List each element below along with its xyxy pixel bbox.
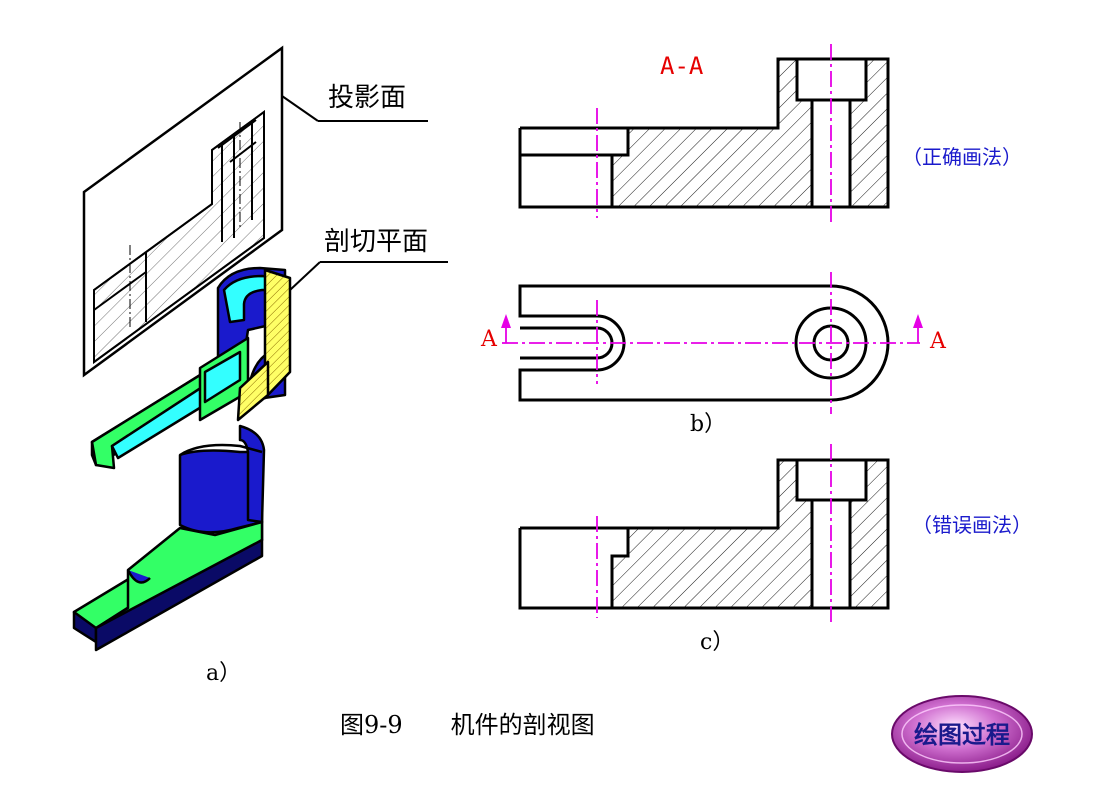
cutting-plane-leader xyxy=(289,261,321,291)
cutting-plane-label: 剖切平面 xyxy=(324,227,428,257)
drawing-process-button-label: 绘图过程 xyxy=(914,720,1010,749)
section-title: A-A xyxy=(660,52,704,80)
wrong-hatched-right-wall xyxy=(850,460,888,608)
section-arrow-right xyxy=(913,314,923,328)
projected-section-sketch xyxy=(93,110,265,364)
figure-caption: 图9-9 机件的剖视图 xyxy=(340,711,595,739)
section-mark-right: A xyxy=(929,329,947,354)
section-arrow-left xyxy=(501,314,511,328)
top-view-b: A A b） xyxy=(480,272,947,437)
part-upper-half xyxy=(90,266,292,470)
wrong-hatched-area xyxy=(612,460,812,608)
subfigure-a-label: a） xyxy=(206,661,241,686)
correct-hatched-area xyxy=(612,59,812,207)
wrong-method-note: （错误画法） xyxy=(912,513,1032,537)
section-mark-left: A xyxy=(480,327,498,352)
subfigure-b-label: b） xyxy=(690,412,726,437)
projection-plane-label: 投影面 xyxy=(328,83,406,113)
correct-method-note: （正确画法） xyxy=(902,145,1022,169)
correct-hatched-right-wall xyxy=(850,59,888,207)
correct-outline xyxy=(518,57,890,209)
part-lower-half xyxy=(72,424,266,652)
subfigure-c-label: c） xyxy=(700,630,734,655)
isometric-view-a: 投影面 剖切平面 a） xyxy=(72,45,448,686)
correct-centerlines xyxy=(596,44,832,222)
drawing-process-button[interactable]: 绘图过程 xyxy=(888,690,1038,773)
wrong-centerlines xyxy=(596,444,832,622)
section-view-wrong: （错误画法） c） xyxy=(518,444,1032,655)
section-view-correct: A-A （正确画法） xyxy=(518,44,1022,222)
projection-plane-leader xyxy=(281,95,319,122)
